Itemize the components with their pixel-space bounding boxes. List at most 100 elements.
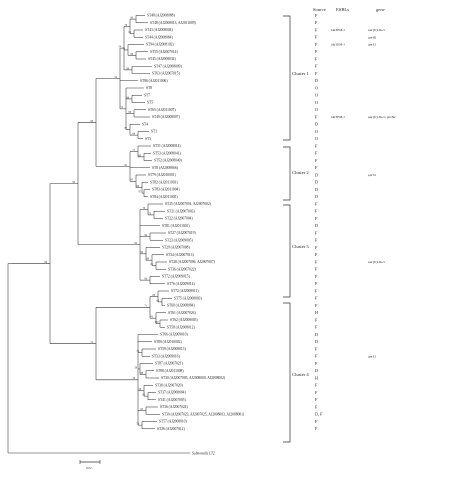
tip-label: ST5 [147,101,153,105]
tip-label: ST7 [144,93,150,97]
source-cell: F [315,201,318,206]
cluster-2-label: Cluster 2 [292,170,309,175]
tip-label: ST84 (AJ2011005) [150,195,178,199]
source-cell: F [315,317,318,322]
tip-label: ST94 (AJ2008102) [146,43,174,47]
tip-label: ST48 (AJ2008013, AJ2011009) [150,21,196,26]
bootstrap-value: 88 [129,111,132,114]
tip-label: ST81 (AJ2011001) [162,224,190,228]
source-cell: F [315,35,318,40]
source-cell: F [315,71,318,76]
bootstrap-value: 95 [129,31,132,34]
tip-labels: ST48 (AJ2008088)ST48 (AJ2008013, AJ20110… [140,14,245,431]
source-cell: F [315,245,318,250]
gene-cell: qnrS1 [368,43,376,47]
bootstrap-value: 90 [135,242,138,245]
tip-label: ST37 (AJ2008004) [158,391,186,395]
tip-label: ST23 (AJ2009005) [165,238,193,242]
source-cell: F [315,259,318,264]
source-cell: F [315,151,318,156]
bootstrap-value: 60 [139,154,142,157]
esbl-cell: blaTEM-1 [331,28,345,32]
source-cell: F [315,209,318,214]
tip-label: ST51 (AJ2008014) [153,144,181,148]
tip-label: ST1 [151,130,157,134]
bootstrap-value: 72 [91,341,94,344]
gene-cell: qnrS1 [368,173,376,177]
tip-label: ST8 [146,86,152,90]
tip-label: ST76 (AJ2009014) [167,282,195,286]
source-cell: O [315,107,318,112]
tip-label: ST22 (AJ2007004) [165,217,193,221]
tip-label: ST27 (AJ2007019) [168,231,196,235]
source-cell: D, F [315,412,323,418]
header-esbls: ESBLs [336,7,349,12]
bootstrap-value: 92 [125,164,128,167]
gene-cell: qnrB1 [368,35,377,39]
bootstrap-value: 76 [125,24,128,27]
tip-label: ST4 [142,122,148,126]
tip-label: ST25 (AJ2007001, AJ2007002) [165,202,212,207]
source-cell: O [315,85,318,90]
scale-label: 0.02 [86,466,92,470]
bootstrap-value: 66 [127,96,130,99]
outgroup-label: Salmonella LT2 [192,452,215,456]
tip-label: ST55 (AJ2007014) [150,50,178,54]
bootstrap-value: 95 [73,181,76,184]
source-cell: D [315,172,318,177]
source-cell: F [315,20,318,25]
bootstrap-values: 9095768873995466886487725460778790939268… [45,17,160,426]
bootstrap-value: 78 [143,207,146,210]
source-cell: F [315,354,318,359]
source-cell: D [315,180,318,185]
header-gene: gene [376,7,385,12]
source-cell: F [315,296,318,301]
bootstrap-value: 87 [125,127,128,130]
tip-label: ST26 (AJ2007012) [157,427,185,431]
bootstrap-value: 72 [121,106,124,109]
tip-label: ST88 (AJ2011008) [156,369,184,373]
tip-label: ST30 (AJ2007005, AJ2008000, AJ2008002) [161,376,226,381]
source-cell: D [315,78,318,83]
source-cell: F [315,230,318,235]
source-cell: F [315,252,318,257]
source-cell: F [315,27,318,32]
tip-label: ST38 (AJ2007020) [155,383,183,387]
cluster-4-label: Cluster 4 [292,372,309,377]
source-cell: F [315,397,318,402]
gene-cell: qnrS1 [368,354,376,358]
bootstrap-value: 64 [133,133,136,136]
bootstrap-value: 77 [133,149,136,152]
bootstrap-value: 54 [115,76,118,79]
source-cell: D [315,194,318,199]
bootstrap-value: 99 [127,67,130,70]
tip-label: ST41 (AJ2007005) [158,398,186,402]
bootstrap-value: 90 [137,185,140,188]
tip-label: ST80 (AJ2010002) [154,340,182,344]
gene-cell: aac(6')-Ib-cr [368,260,386,264]
source-cell: F [315,419,318,424]
source-cell: F [315,404,318,409]
bootstrap-value: 71 [145,305,148,308]
bootstrap-value: 68 [153,294,156,297]
bootstrap-value: 73 [123,47,126,50]
source-cell: F [315,49,318,54]
tip-label: ST39 (AJ2007023, AJ2007025, AJ2008003, A… [162,412,245,417]
source-cell: F [315,346,318,351]
source-cell: F [315,165,318,170]
esbl-cell: blaTEM-1 [331,43,345,47]
source-cell: D [315,223,318,228]
header-source: Source [313,7,326,12]
tip-label: ST29 (AJ2007008) [162,246,190,250]
bootstrap-value: 56 [139,388,142,391]
cluster-brackets [283,15,291,443]
gene-cell: aac(6')-Ib-cr [368,28,386,32]
source-cell: F [315,42,318,47]
tip-label: ST75 (AJ2008003) [174,296,202,300]
source-cell: F [315,303,318,308]
bootstrap-value: 86 [145,278,148,281]
source-cell: O [315,100,318,105]
cluster-3-bracket [283,204,291,298]
bootstrap-value: 79 [137,350,140,353]
bootstrap-value: 73 [149,212,152,215]
